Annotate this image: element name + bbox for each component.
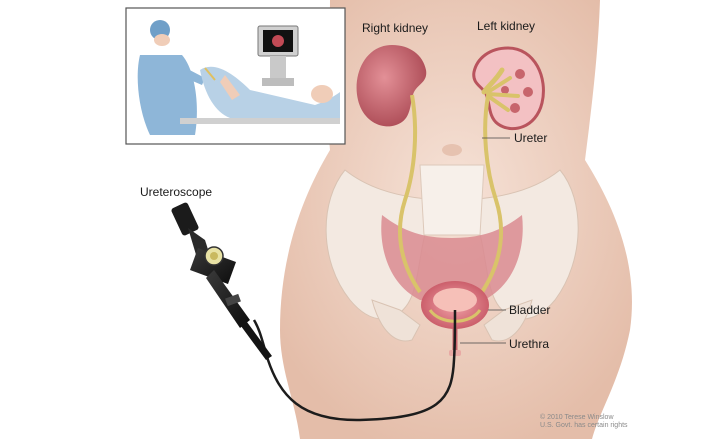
label-right-kidney: Right kidney (362, 21, 429, 35)
patient-head (311, 85, 333, 103)
surgeon-face (154, 34, 170, 46)
copyright-credit: © 2010 Terese Winslow U.S. Govt. has cer… (540, 414, 628, 430)
ureteroscope-device (171, 202, 272, 360)
pelvis-bone (325, 164, 579, 342)
label-ureteroscope: Ureteroscope (140, 185, 213, 199)
right-kidney (356, 45, 427, 127)
inset-procedure-panel (125, 7, 346, 145)
left-ureter (480, 95, 504, 294)
right-ureter (397, 94, 422, 294)
label-urethra: Urethra (509, 337, 550, 351)
label-bladder: Bladder (509, 303, 551, 317)
credit-line-1: © 2010 Terese Winslow (540, 414, 614, 421)
credit-line-2: U.S. Govt. has certain rights (540, 422, 628, 429)
label-left-kidney: Left kidney (477, 19, 536, 33)
navel (442, 144, 462, 156)
patient-drape (200, 66, 340, 118)
pelvic-cavity (381, 215, 523, 300)
bladder-organ (421, 281, 489, 329)
left-kidney (472, 46, 545, 131)
label-ureter: Ureter (514, 131, 548, 145)
